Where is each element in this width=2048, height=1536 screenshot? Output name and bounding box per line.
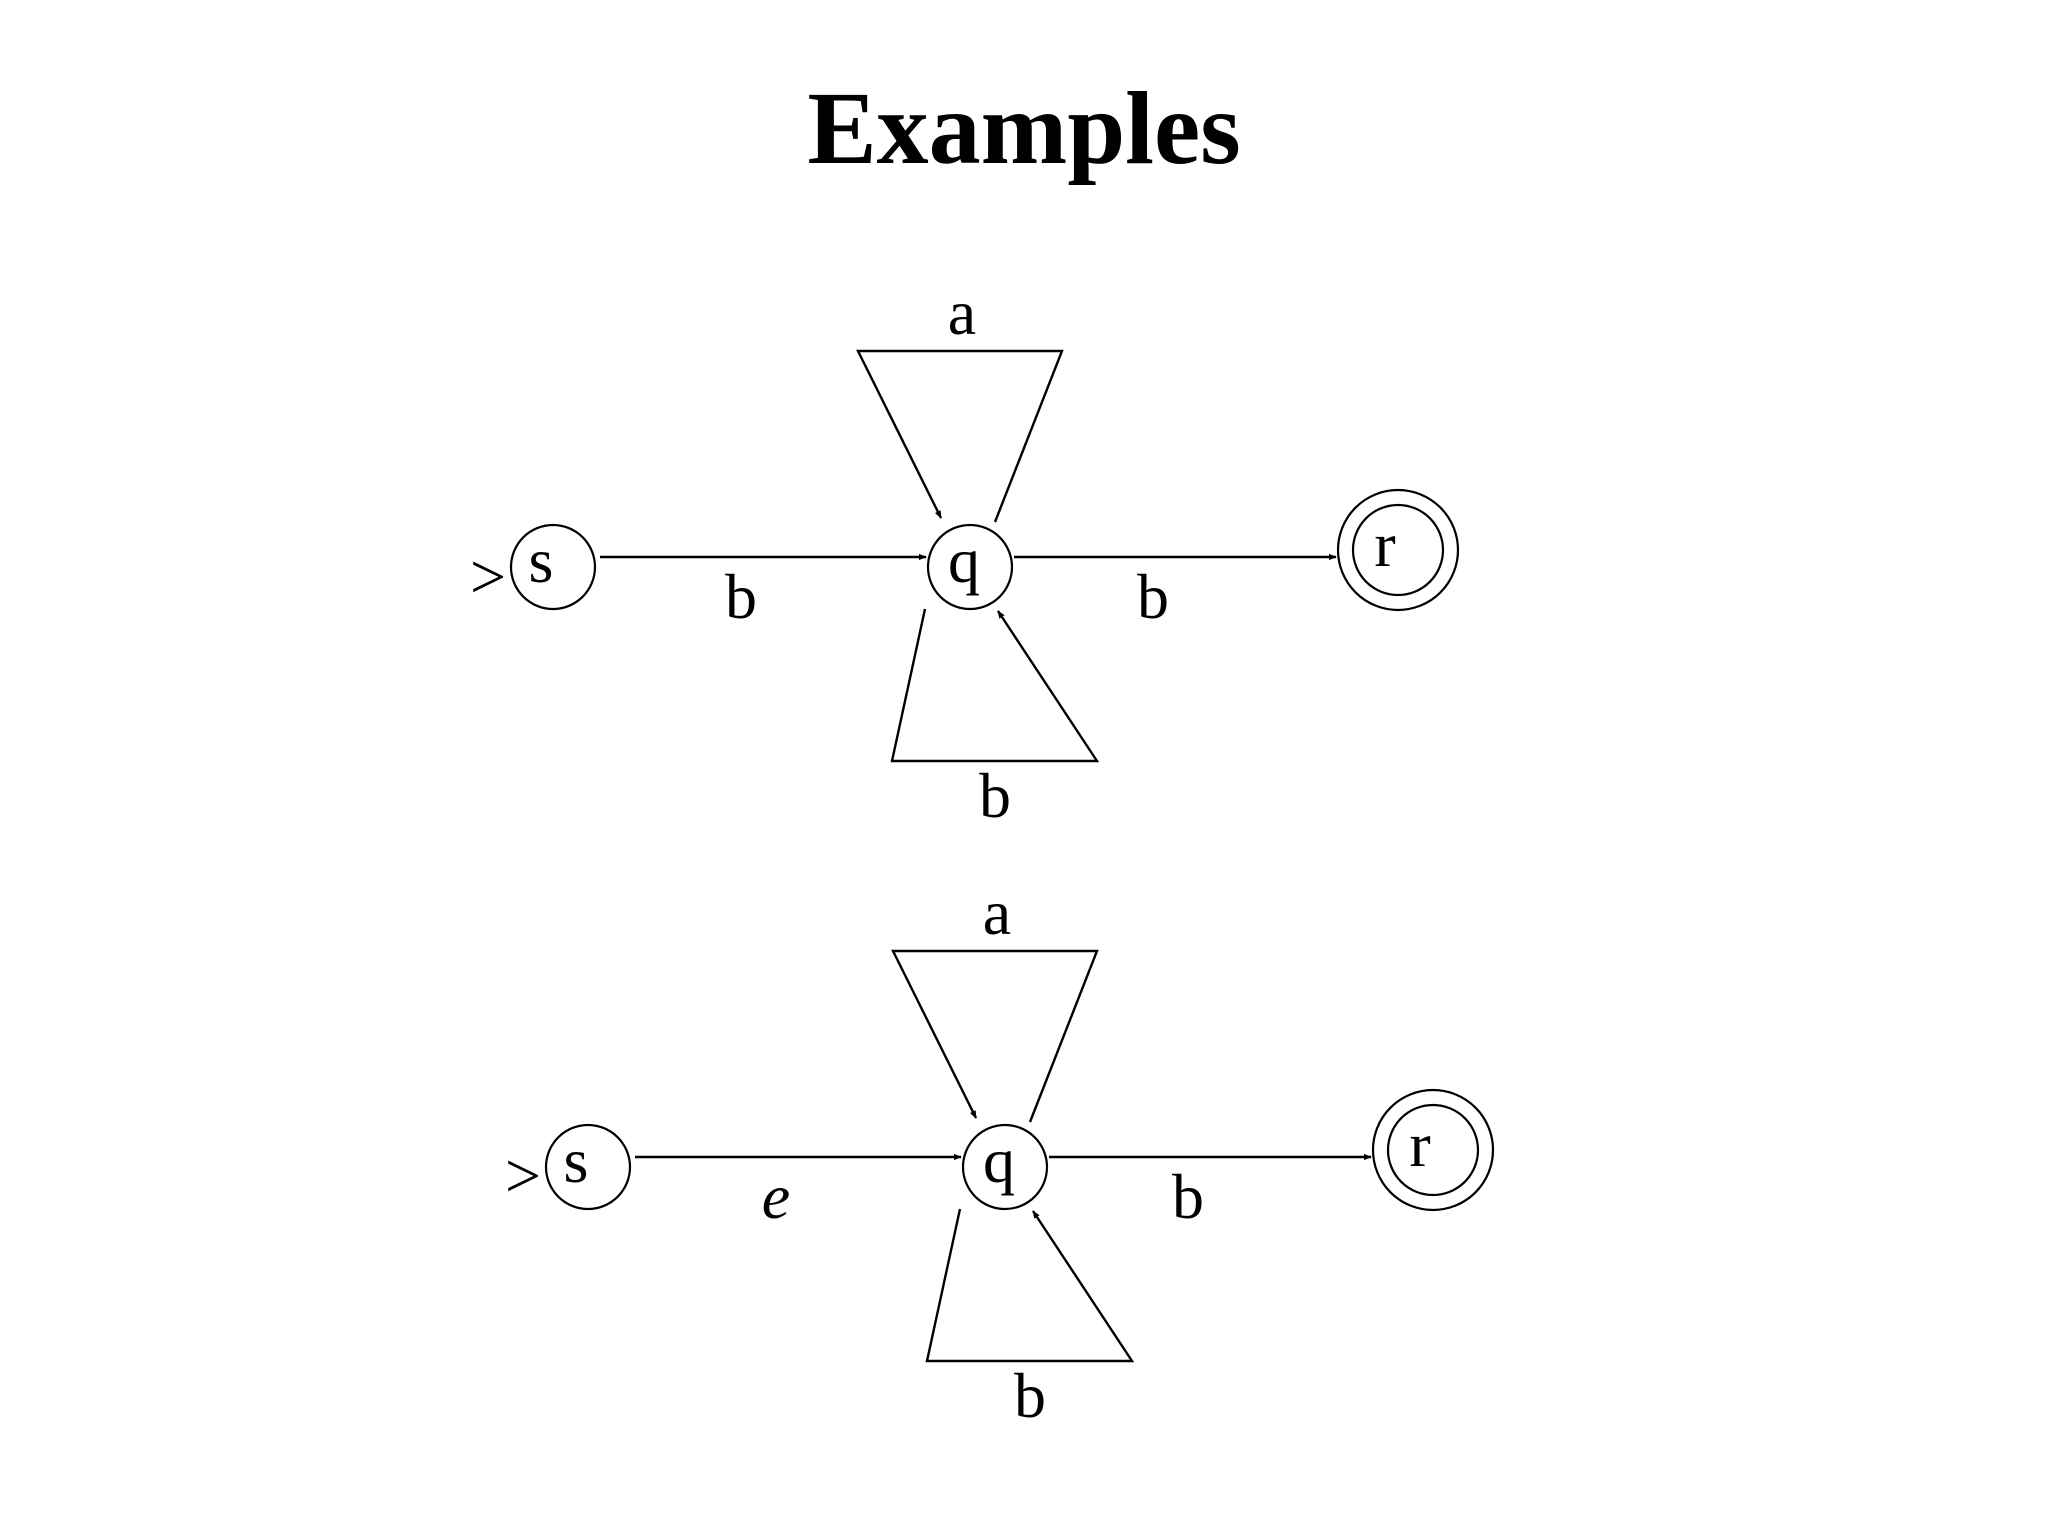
slide-title: Examples xyxy=(807,71,1241,186)
loop-bottom-1 xyxy=(890,608,1100,763)
state-r-2-inner xyxy=(1386,1103,1480,1197)
edge-q-r-1-label: b xyxy=(1137,561,1169,632)
automaton-1: > s q r b b a b xyxy=(470,277,1460,831)
loop-bottom-2-label: b xyxy=(1014,1360,1046,1431)
edge-q-r-2-label: b xyxy=(1172,1161,1204,1232)
loop-bottom-1-label: b xyxy=(979,760,1011,831)
loop-top-1-label: a xyxy=(948,277,976,348)
state-q-1 xyxy=(926,523,1014,611)
state-r-2-outer xyxy=(1371,1088,1495,1212)
start-arrow-2: > xyxy=(505,1140,541,1211)
state-r-1-inner xyxy=(1351,503,1445,597)
state-q-2-label: q xyxy=(983,1125,1015,1196)
state-s-1 xyxy=(509,523,597,611)
loop-top-2 xyxy=(891,949,1099,1123)
loop-bottom-2 xyxy=(925,1208,1135,1363)
state-r-2-label: r xyxy=(1409,1109,1430,1180)
state-r-1-outer xyxy=(1336,488,1460,612)
state-s-1-label: s xyxy=(529,525,554,596)
edge-s-q-1-label: b xyxy=(725,561,757,632)
state-r-1-label: r xyxy=(1374,509,1395,580)
state-s-2 xyxy=(544,1123,632,1211)
state-q-2 xyxy=(961,1123,1049,1211)
loop-top-1 xyxy=(856,349,1064,523)
loop-top-2-label: a xyxy=(983,877,1011,948)
automaton-2: > s q r e b a b xyxy=(505,877,1495,1431)
start-arrow-1: > xyxy=(470,541,506,612)
state-s-2-label: s xyxy=(564,1125,589,1196)
state-q-1-label: q xyxy=(948,525,980,596)
edge-s-q-2-label: e xyxy=(762,1161,790,1232)
